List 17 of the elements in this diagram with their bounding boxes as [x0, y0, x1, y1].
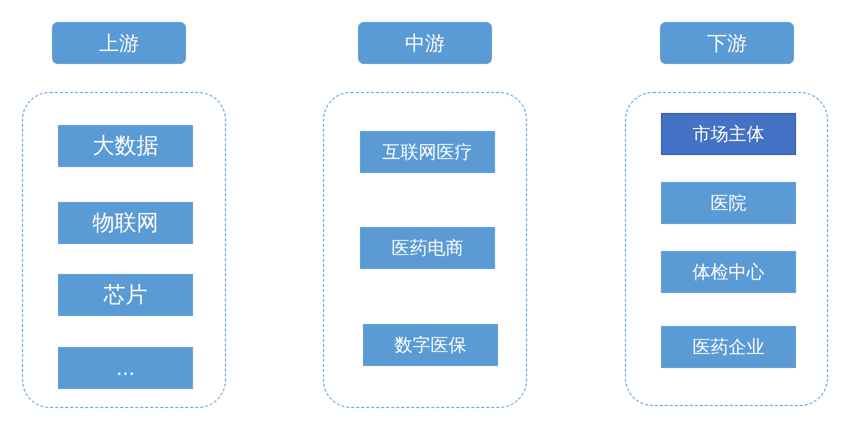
item-box: 互联网医疗: [360, 131, 495, 173]
item-box: 数字医保: [363, 324, 498, 366]
item-box: 医院: [661, 182, 796, 224]
item-box: 体检中心: [661, 251, 796, 293]
dashed-group-frame: [625, 92, 828, 406]
item-box: 大数据: [58, 125, 193, 167]
header-box: 上游: [52, 22, 186, 64]
dashed-group-frame: [22, 92, 226, 408]
header-box: 中游: [358, 22, 492, 64]
item-box: 医药电商: [360, 227, 495, 269]
header-box: 下游: [660, 22, 794, 64]
item-box: 芯片: [58, 274, 193, 316]
item-box: 市场主体: [661, 113, 796, 155]
item-box: 物联网: [58, 202, 193, 244]
item-box: 医药企业: [661, 326, 796, 368]
dashed-group-frame: [323, 92, 527, 408]
item-box: ...: [58, 347, 193, 389]
